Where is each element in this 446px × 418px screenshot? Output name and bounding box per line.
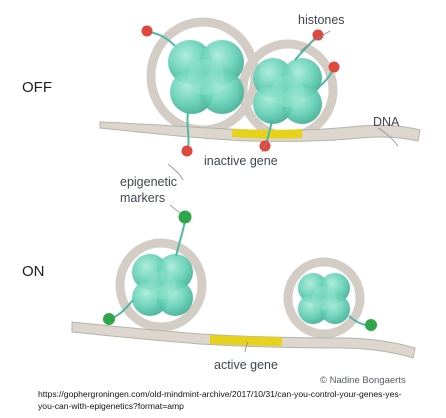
histones-label: histones [298,13,345,27]
off-label: OFF [22,79,52,96]
epigenetic-markers-label-line1: epigenetic [120,175,177,189]
active-marker-dot [178,210,192,224]
inactive-marker-dot [328,61,340,73]
source-url-line1: https://gophergroningen.com/old-mindmint… [38,389,402,399]
off-state-group: OFF histones DNA inactive gene [22,13,421,168]
inactive-marker-dot [141,25,153,37]
source-url-line2: you-can-with-epigenetics?format=amp [38,401,184,411]
gene-pointer [261,139,269,153]
inactive-gene-segment [232,129,302,139]
artist-credit: © Nadine Bongaerts [320,375,406,386]
dna-label: DNA [373,115,400,129]
dna-coil-ring [283,257,365,339]
histone-tail [186,111,190,149]
active-gene-label: active gene [214,358,278,372]
active-gene-pointer [244,341,249,353]
dna-pointer [377,127,399,147]
inactive-gene-label: inactive gene [204,154,278,168]
epigenetic-markers-callout: epigenetic markers [120,163,184,216]
active-marker-dot [103,313,115,325]
epigenetic-markers-label-line2: markers [120,191,165,205]
histone-octamer [132,254,193,316]
on-label: ON [22,263,45,280]
inactive-marker-dot [259,140,271,152]
active-marker-dot [365,319,377,331]
active-gene-segment [210,335,282,346]
histone-octamer [253,58,322,124]
inactive-marker-dot [312,29,324,41]
on-state-group: ON active gene [22,210,416,372]
histone-octamer [168,40,244,114]
dna-coil-ring [115,238,207,332]
markers-pointer [167,163,184,181]
inactive-marker-dot [181,145,193,157]
histone-octamer [298,273,350,324]
histones-pointer [299,30,331,53]
